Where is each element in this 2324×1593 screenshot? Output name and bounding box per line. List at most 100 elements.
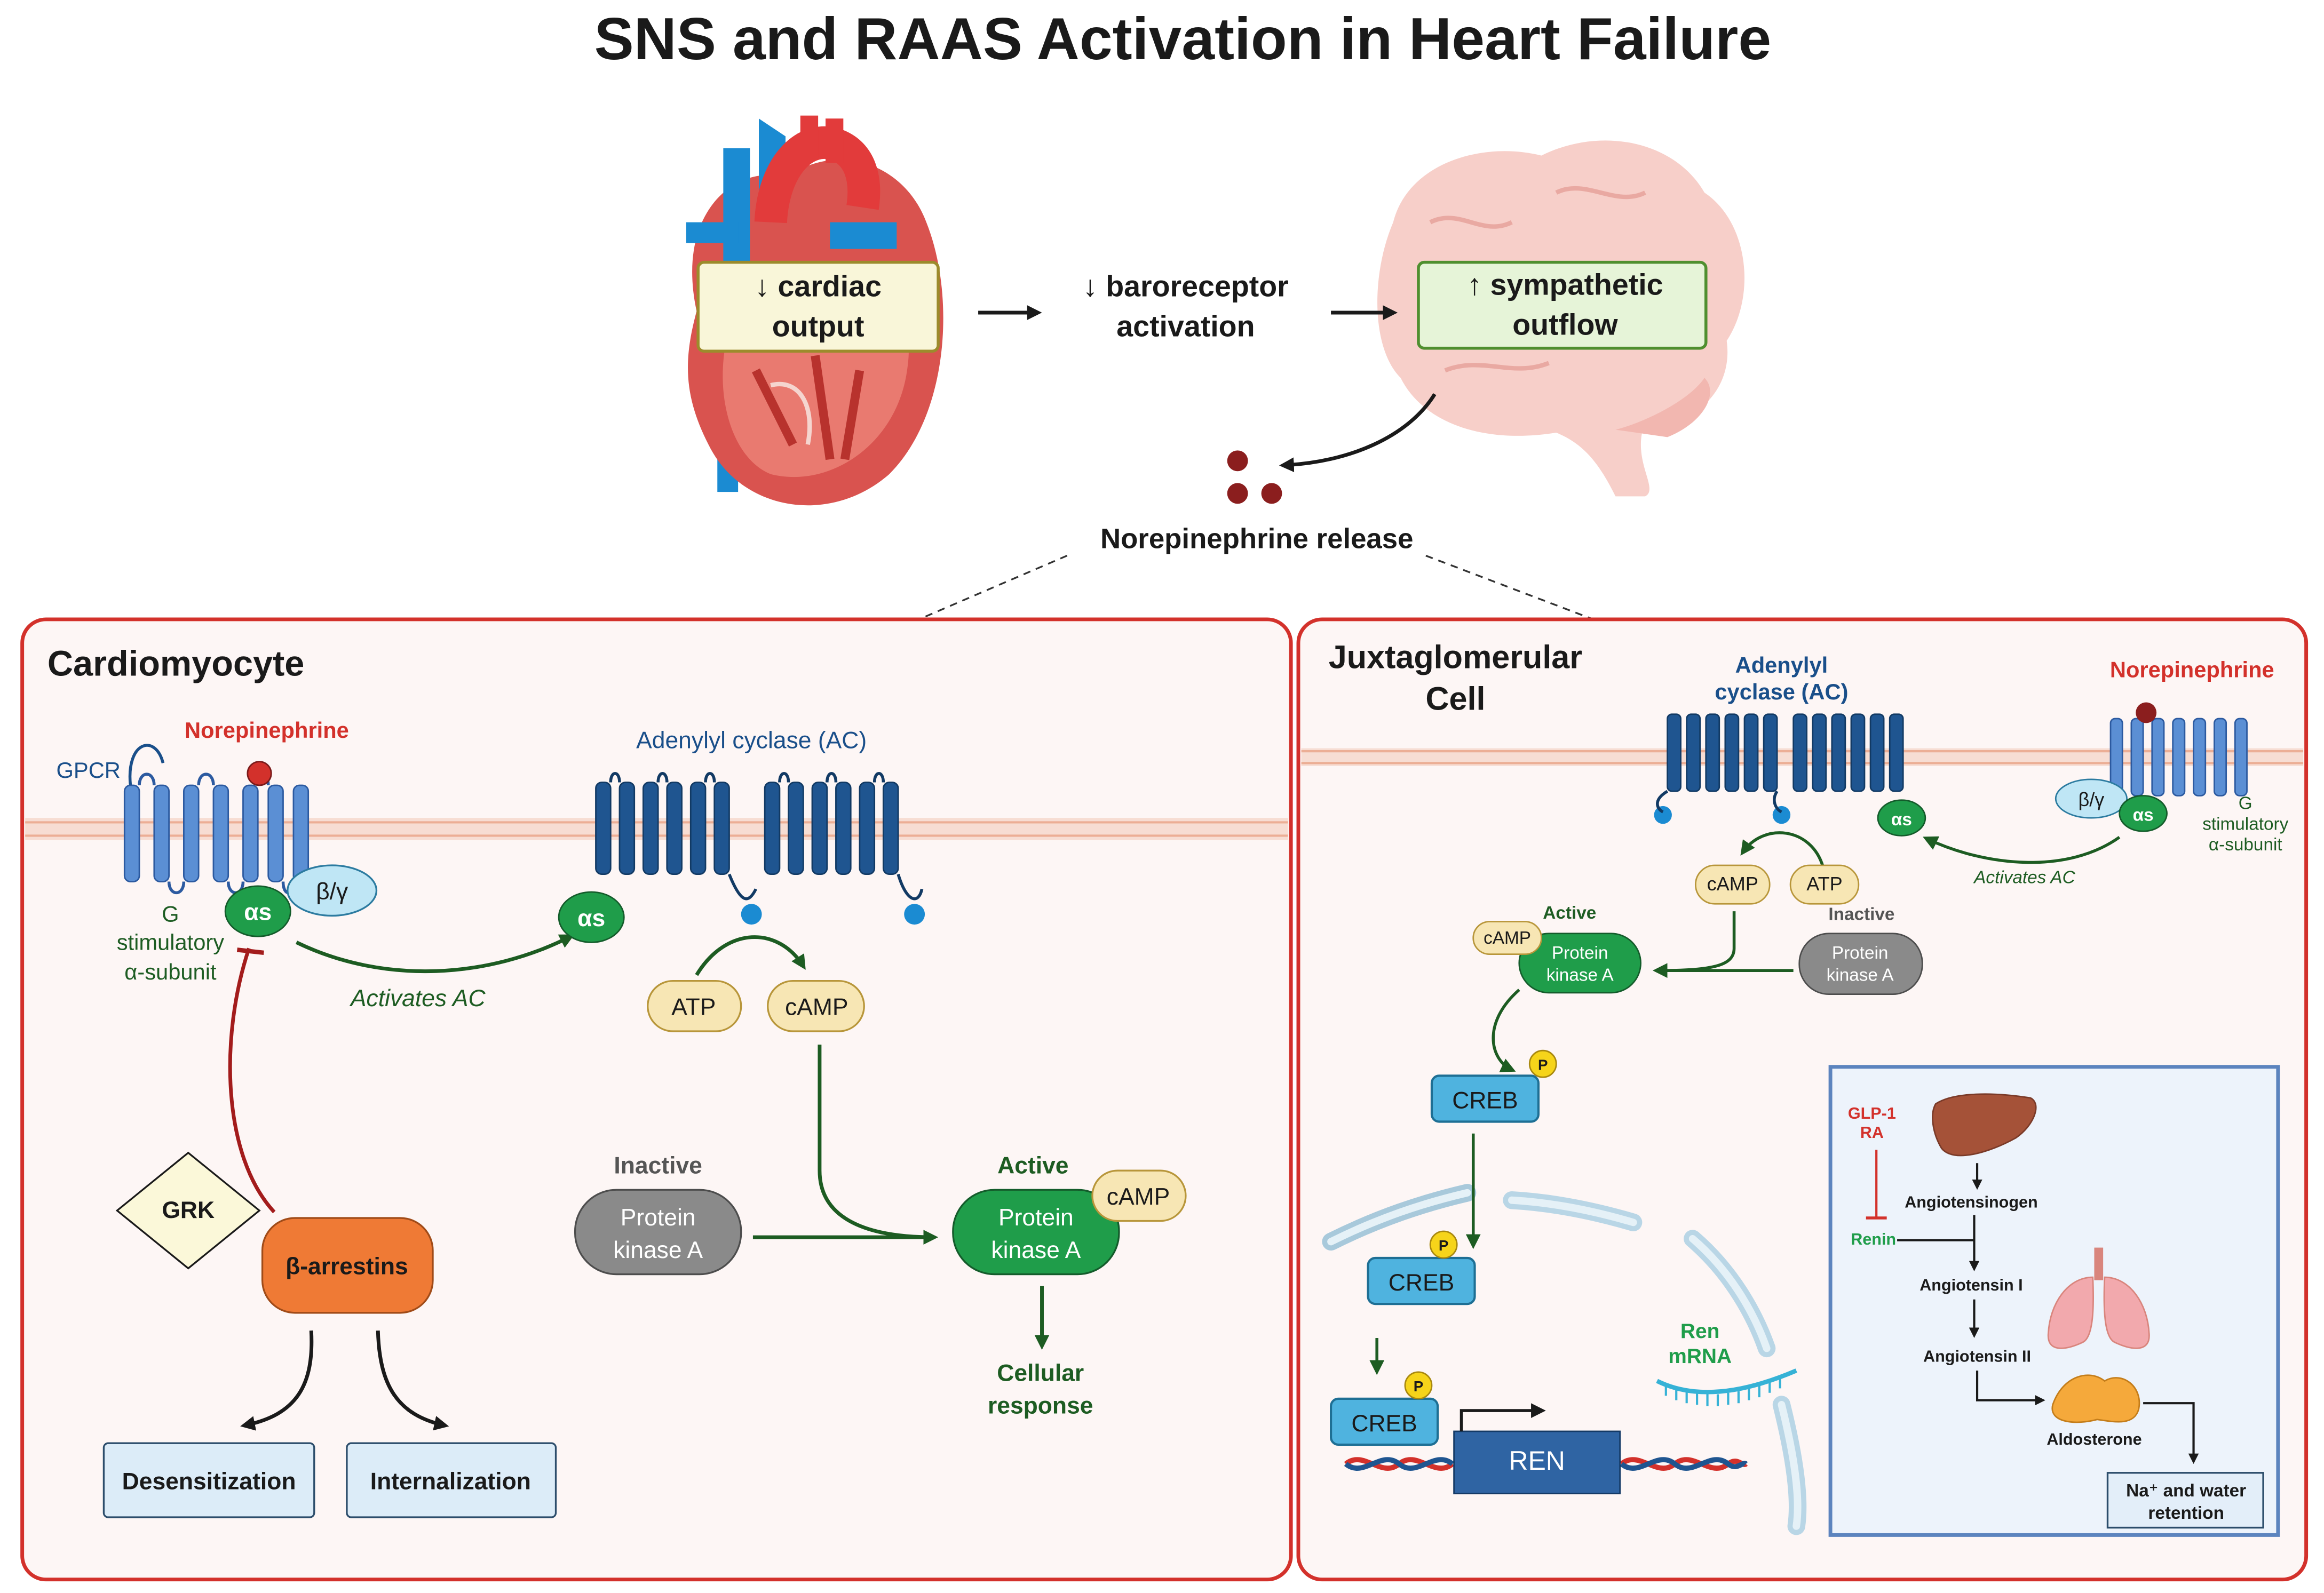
adenylyl-cyclase <box>595 772 924 901</box>
activates-ac-jg-label: Activates AC <box>1973 867 2075 887</box>
beta-gamma-jg-label: β/γ <box>2078 788 2104 810</box>
dna-helix <box>1344 1457 1748 1471</box>
ac-jg-tails <box>1656 790 1782 814</box>
atp-jg-label: ATP <box>1806 873 1843 895</box>
jg-title-1: Juxtaglomerular <box>1329 639 1582 675</box>
active-label-jg: Active <box>1543 903 1596 923</box>
transcription-start-arrow <box>1460 1403 1546 1431</box>
barrestins-box <box>261 1217 434 1314</box>
grk-diamond <box>115 1151 261 1270</box>
ac-jg-anchor-1 <box>1654 806 1672 824</box>
na-water-label-1: Na⁺ and water <box>2126 1481 2246 1501</box>
jg-title-2: Cell <box>1425 680 1485 716</box>
ren-gene-box <box>1453 1430 1621 1495</box>
ren-mrna-label-1: Ren <box>1680 1320 1719 1343</box>
phospho-label-2: P <box>1439 1237 1449 1254</box>
alpha-s-bound-jg-label: αs <box>1891 810 1912 830</box>
norepinephrine-ligand <box>247 761 272 786</box>
beta-gamma-jg <box>2055 778 2128 819</box>
g-stim-label-2: stimulatory <box>117 929 225 954</box>
camp-label-cardio: cAMP <box>785 994 848 1021</box>
inactive-pka-label-1: Protein <box>621 1205 696 1231</box>
creb-box-2 <box>1367 1256 1476 1305</box>
gpcr-n-terminus <box>128 744 165 786</box>
alpha-s-subunit <box>224 885 291 937</box>
atp-label-cardio: ATP <box>671 994 716 1021</box>
desensitization-box <box>102 1442 315 1518</box>
phospho-label-1: P <box>1538 1056 1548 1073</box>
creb-box-1 <box>1430 1074 1540 1123</box>
norepinephrine-molecules <box>1227 450 1282 504</box>
g-stim-jg-1: G <box>2239 793 2252 813</box>
beta-gamma-label: β/γ <box>316 879 348 905</box>
g-stim-label-3: α-subunit <box>124 959 217 984</box>
glp1-label-2: RA <box>1860 1124 1884 1142</box>
angiotensinogen-label: Angiotensinogen <box>1905 1193 2037 1212</box>
ren-mrna-strand <box>1656 1368 1797 1395</box>
g-stim-jg-3: α-subunit <box>2209 835 2283 855</box>
aldosterone-label: Aldosterone <box>2047 1430 2141 1448</box>
phospho-badge-2 <box>1429 1230 1458 1259</box>
activates-ac-arrow <box>295 934 575 974</box>
internalization-box <box>346 1442 557 1518</box>
dashed-connector-right <box>1425 554 1594 620</box>
barrestin-inhibition-line <box>228 947 276 1214</box>
barrestins-label: β-arrestins <box>285 1254 408 1280</box>
g-stim-jg-2: stimulatory <box>2202 814 2288 834</box>
cardiomyocyte-panel <box>20 617 1293 1582</box>
phospho-label-3: P <box>1414 1378 1424 1395</box>
camp-pill-jg <box>1694 864 1771 905</box>
gpcr-label: GPCR <box>57 758 121 783</box>
atp-pill-jg <box>1789 864 1860 905</box>
na-water-label-2: retention <box>2148 1503 2224 1523</box>
internalization-label: Internalization <box>370 1468 531 1494</box>
sympathetic-outflow-box <box>1417 260 1708 350</box>
angiotensin2-label: Angiotensin II <box>1923 1347 2031 1365</box>
gpcr-receptor-jg <box>2109 718 2248 796</box>
creb-label-2: CREB <box>1389 1270 1454 1296</box>
pka-to-creb-arrow-jg <box>1492 989 1520 1072</box>
ren-gene-label: REN <box>1509 1446 1565 1476</box>
alpha-s-bound-jg <box>1877 799 1926 837</box>
renin-label: Renin <box>1851 1230 1896 1248</box>
barrestin-inhibition-bar <box>236 947 264 955</box>
atp-pill-cardio <box>647 979 742 1032</box>
camp-pill-bound-cardio <box>1091 1169 1187 1222</box>
active-pka-jg-label-1: Protein <box>1552 943 1608 963</box>
aldosterone-to-retention-arrow <box>2143 1402 2199 1464</box>
phospho-badge-1 <box>1528 1049 1557 1078</box>
grk-label: GRK <box>162 1197 215 1223</box>
cardiac-output-box <box>696 260 940 353</box>
ac-jg-anchor-2 <box>1772 806 1791 824</box>
inactive-pka-label-2: kinase A <box>613 1237 703 1263</box>
cardiac-output-label-2: output <box>772 309 864 343</box>
alpha-s-bound-label: αs <box>577 905 605 931</box>
activates-ac-arrow-jg <box>1923 835 2121 864</box>
active-pka-label-2: kinase A <box>991 1237 1081 1263</box>
cardiac-output-label: ↓ cardiac <box>755 269 882 302</box>
atp-to-camp-arrow-jg <box>1740 831 1825 867</box>
camp-bound-jg-label: cAMP <box>1484 928 1531 948</box>
alpha-s-jg-label: αs <box>2133 806 2154 825</box>
alpha-s-jg <box>2119 795 2168 832</box>
camp-pill-cardio <box>767 979 865 1032</box>
g-stim-label-1: G <box>162 902 179 927</box>
beta-gamma-subunit <box>287 864 378 917</box>
creb-label-3: CREB <box>1351 1411 1417 1437</box>
alpha-s-label: αs <box>244 899 272 926</box>
activates-ac-label: Activates AC <box>349 985 486 1011</box>
cardiomyocyte-title: Cardiomyocyte <box>47 644 304 683</box>
ren-mrna-ticks <box>1664 1376 1781 1406</box>
nuclear-envelope-inner <box>1327 1189 1802 1530</box>
active-pka-jg <box>1518 933 1641 994</box>
baroreceptor-label: ↓ baroreceptor <box>1083 269 1289 302</box>
desensitization-label: Desensitization <box>122 1468 296 1494</box>
camp-jg-label: cAMP <box>1707 873 1758 895</box>
creb-box-3 <box>1330 1397 1439 1446</box>
adenylyl-cyclase-jg <box>1667 713 1904 792</box>
cellular-response-label-2: response <box>988 1393 1093 1419</box>
active-label-cardio: Active <box>997 1153 1068 1179</box>
barrestin-to-desens-arrow <box>240 1330 314 1431</box>
ac-label-cardio: Adenylyl cyclase (AC) <box>636 728 867 754</box>
ne-release-label: Norepinephrine release <box>1100 523 1414 555</box>
